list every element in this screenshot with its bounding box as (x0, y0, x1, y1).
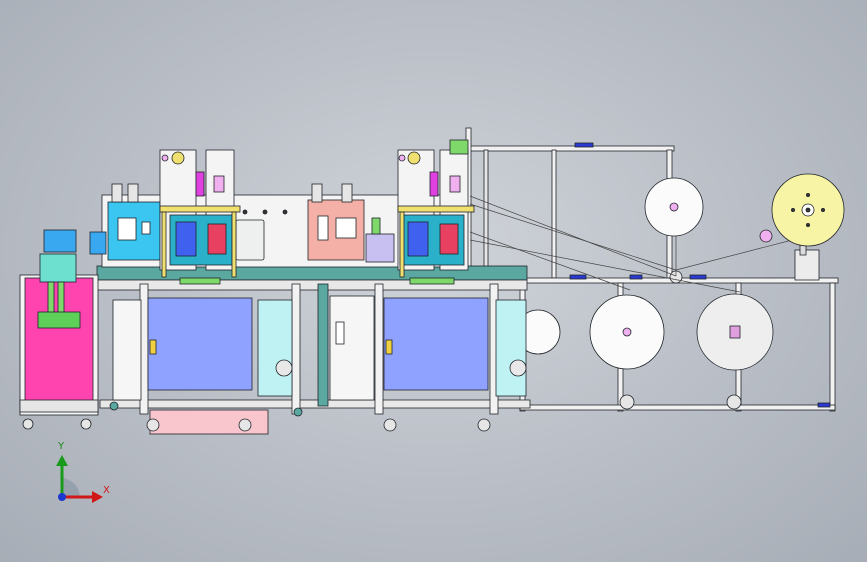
material-webs (469, 195, 801, 293)
welding-station-left (89, 149, 241, 285)
blue-cabinet-right (383, 297, 489, 391)
blue-cabinet-left (147, 297, 253, 391)
base-frame (96, 265, 531, 435)
welding-station-middle (307, 183, 395, 263)
material-spools (515, 173, 845, 371)
pink-cabinet (19, 229, 99, 430)
x-axis-label: X (103, 485, 110, 496)
triad-icon (56, 455, 103, 503)
welding-station-right (397, 139, 475, 285)
y-axis-label: Y (58, 441, 65, 452)
